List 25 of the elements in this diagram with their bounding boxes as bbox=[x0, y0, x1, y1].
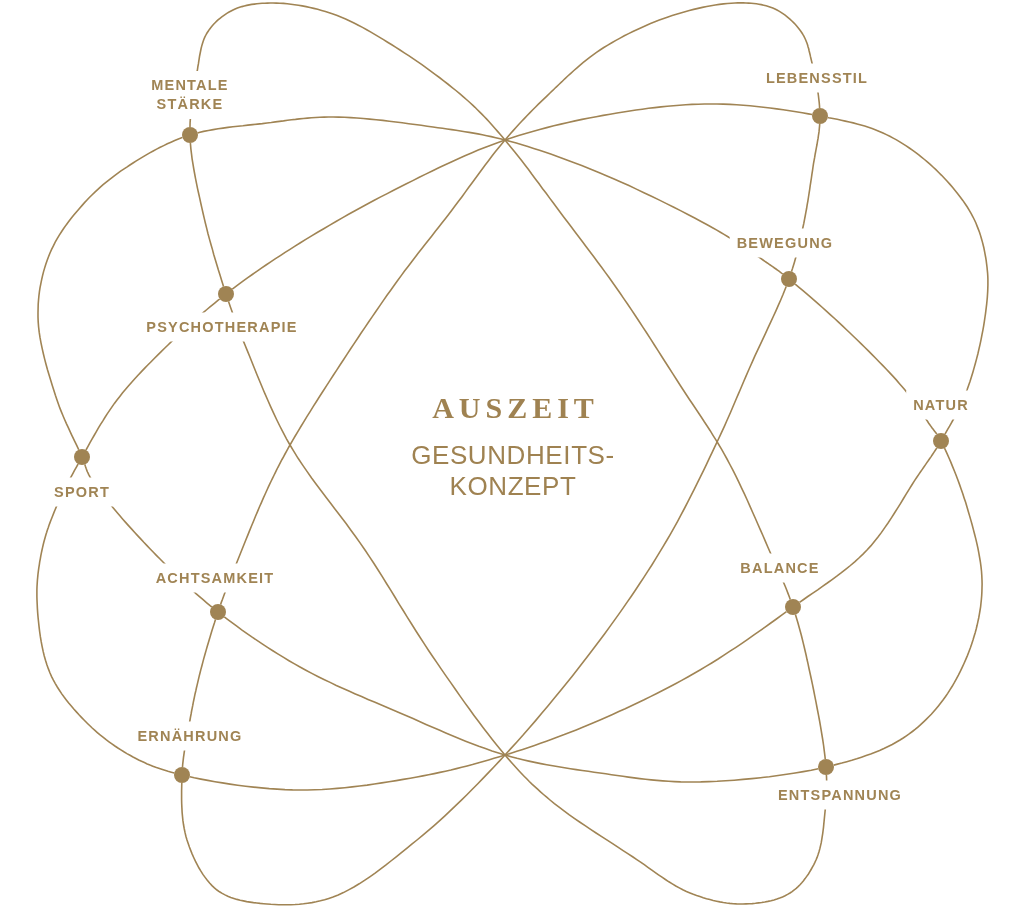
orbit-line bbox=[794, 613, 826, 760]
orbit-line bbox=[227, 300, 828, 905]
node-dot bbox=[218, 286, 234, 302]
node-dot bbox=[781, 271, 797, 287]
node-dot bbox=[174, 767, 190, 783]
orbit-line bbox=[196, 116, 784, 275]
node-dot bbox=[210, 604, 226, 620]
orbit-line bbox=[180, 285, 787, 906]
orbit-line bbox=[189, 142, 225, 288]
diagram-title: AUSZEIT bbox=[431, 390, 599, 426]
orbit-line bbox=[37, 136, 184, 451]
subtitle: GESUNDHEITS-KONZEPT bbox=[410, 440, 616, 502]
orbit-line bbox=[833, 447, 983, 766]
orbit-line bbox=[827, 116, 989, 435]
orbit-line bbox=[231, 103, 813, 290]
node-dot bbox=[812, 108, 828, 124]
node-dot bbox=[182, 127, 198, 143]
node-dot bbox=[785, 599, 801, 615]
orbit-line bbox=[189, 610, 788, 791]
orbit-line bbox=[36, 463, 176, 774]
orbit-line bbox=[798, 447, 938, 604]
node-dot bbox=[818, 759, 834, 775]
orbit-line bbox=[223, 616, 819, 783]
node-dot bbox=[74, 449, 90, 465]
node-dot bbox=[933, 433, 949, 449]
